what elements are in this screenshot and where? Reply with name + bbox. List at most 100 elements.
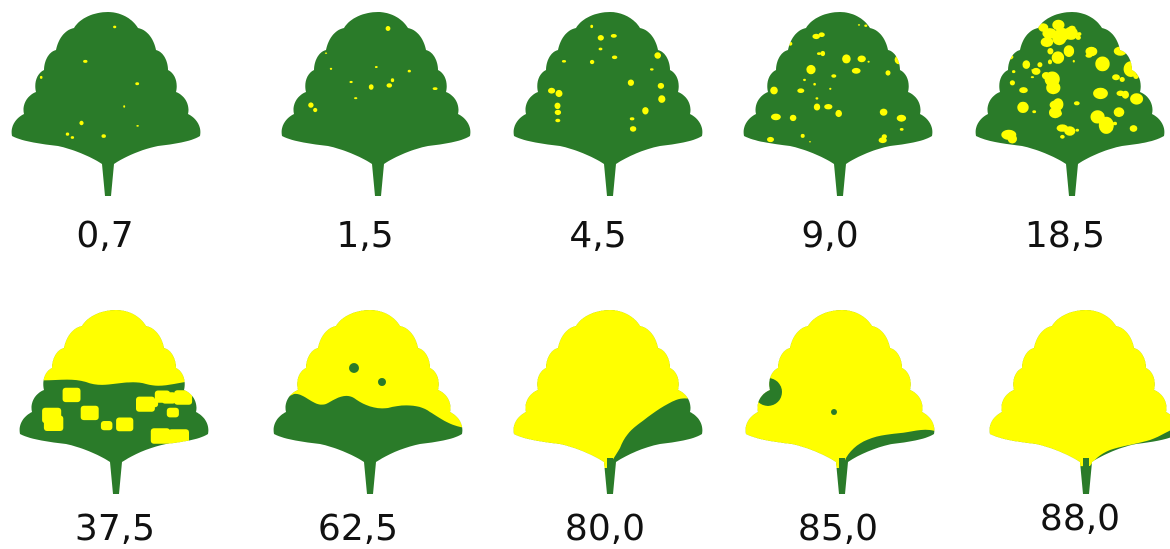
severity-label-7: 80,0	[564, 508, 646, 549]
lesion-spot	[39, 75, 43, 79]
lesion-spot	[407, 69, 411, 73]
lesion-spot	[1049, 100, 1062, 110]
lesion-spot	[842, 54, 851, 64]
lesion-spot	[1060, 134, 1065, 139]
leaf-3-graphic	[743, 12, 933, 196]
leaf-9-lesions	[989, 310, 1170, 468]
lesion-spot	[135, 82, 140, 86]
lesion-spot	[590, 24, 594, 29]
healthy-patch	[378, 378, 386, 386]
lesion-spot	[789, 114, 797, 122]
lesion-spot	[1044, 71, 1060, 87]
lesion-spot	[611, 55, 618, 60]
lesion-spot	[851, 67, 861, 74]
lesion-spot	[1007, 134, 1017, 144]
severity-label-8: 85,0	[797, 508, 879, 549]
lesion-spot	[79, 120, 84, 126]
lesion-spot	[627, 79, 634, 86]
lesion-spot	[864, 24, 868, 27]
lesion-spot	[654, 52, 661, 59]
leaf-8-lesions	[745, 310, 935, 468]
lesion-spot	[1120, 32, 1124, 35]
leaf-3	[740, 10, 936, 196]
lesion-spot	[899, 128, 904, 131]
lesion-spot	[1030, 76, 1034, 79]
leaf-4-lesions	[999, 19, 1144, 144]
lesion-spot	[174, 390, 193, 405]
lesion-spot	[797, 88, 805, 93]
leaf-6-stem	[367, 458, 373, 494]
lesion-spot	[432, 87, 438, 90]
leaf-2-healthy-area	[513, 12, 703, 196]
lesion-spot	[879, 108, 888, 116]
lesion-spot	[657, 82, 665, 89]
lesion-spot	[1019, 42, 1022, 45]
lesion-spot	[1113, 107, 1125, 118]
leaf-7-lesions	[513, 310, 703, 468]
severity-label-2: 4,5	[569, 215, 627, 256]
lesion-spot	[784, 21, 793, 30]
lesion-spot	[1121, 90, 1129, 99]
lesion-spot	[390, 78, 395, 83]
lesion-spot	[658, 95, 666, 103]
lesion-spot	[831, 74, 837, 78]
lesion-spot	[1004, 54, 1014, 60]
leaf-1-healthy-area	[281, 12, 471, 196]
leaf-9-diseased-area	[989, 310, 1170, 468]
lesion-spot	[829, 87, 832, 90]
lesion-spot	[374, 66, 378, 68]
lesion-spot	[1129, 125, 1138, 132]
leaf-9-stem	[1083, 458, 1089, 494]
lesion-spot	[867, 60, 870, 63]
leaf-8-graphic	[745, 310, 935, 494]
lesion-spot	[555, 118, 561, 123]
lesion-spot	[896, 114, 907, 122]
lesion-spot	[168, 429, 189, 446]
lesion-spot	[1072, 59, 1075, 63]
lesion-spot	[136, 125, 139, 127]
lesion-spot	[368, 84, 374, 90]
lesion-spot	[770, 86, 778, 95]
lesion-spot	[1012, 70, 1016, 74]
lesion-spot	[1051, 51, 1065, 64]
lesion-spot	[1019, 87, 1028, 94]
leaf-4-stem	[1069, 160, 1075, 196]
leaf-1-stem	[375, 160, 381, 196]
lesion-spot	[554, 102, 561, 110]
lesion-spot	[1020, 102, 1026, 106]
lesion-spot	[1123, 61, 1139, 77]
leaf-5-diseased-area	[19, 310, 209, 386]
lesion-spot	[1075, 35, 1081, 40]
lesion-spot	[1119, 77, 1125, 82]
leaf-7-stem	[607, 458, 613, 494]
lesion-spot	[1107, 128, 1113, 132]
lesion-spot	[815, 97, 819, 100]
lesion-spot	[83, 59, 88, 63]
lesion-spot	[1095, 56, 1110, 72]
leaf-5-stem	[113, 458, 119, 494]
lesion-spot	[1032, 110, 1037, 114]
lesion-spot	[894, 55, 904, 65]
lesion-spot	[80, 405, 99, 421]
leaf-0-healthy-area	[11, 12, 201, 196]
lesion-spot	[1130, 93, 1144, 105]
lesion-spot	[1073, 101, 1080, 106]
leaf-4-healthy-area	[975, 12, 1165, 196]
lesion-spot	[1093, 87, 1108, 100]
lesion-spot	[561, 60, 567, 63]
lesion-spot	[885, 70, 891, 76]
lesion-spot	[1040, 37, 1054, 48]
lesion-spot	[100, 421, 113, 431]
leaf-3-healthy-area	[743, 12, 933, 196]
lesion-spot	[1085, 46, 1098, 57]
lesion-spot	[324, 52, 328, 54]
lesion-spot	[116, 417, 134, 432]
lesion-spot	[817, 52, 821, 55]
lesion-spot	[1113, 121, 1117, 126]
lesion-spot	[881, 134, 887, 139]
lesion-spot	[1068, 25, 1076, 31]
lesion-spot	[555, 89, 563, 98]
lesion-spot	[1099, 123, 1103, 126]
lesion-spot	[329, 67, 333, 70]
leaf-1-graphic	[281, 12, 471, 196]
